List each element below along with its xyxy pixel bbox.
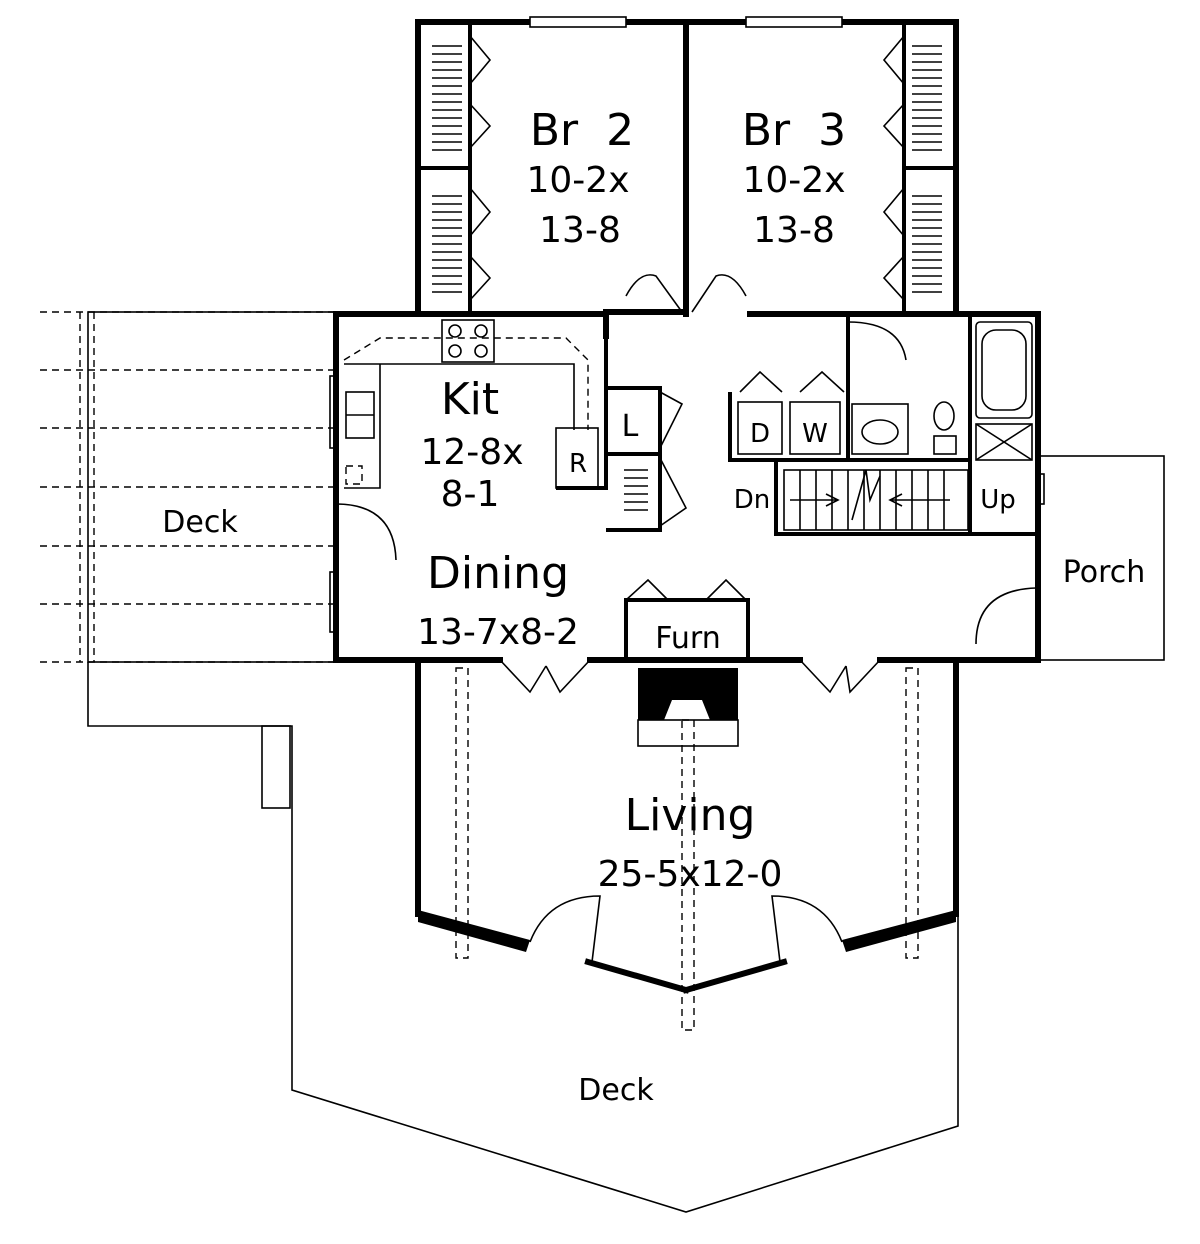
stairs — [783, 469, 969, 531]
kit-dim1: 12-8x — [420, 432, 523, 473]
living-dim: 25-5x12-0 — [598, 854, 783, 895]
kit-dim2: 8-1 — [441, 474, 500, 515]
furn-label: Furn — [655, 621, 720, 656]
doors — [329, 375, 1045, 963]
kitchen-counter — [343, 319, 599, 489]
br2-dim2: 13-8 — [539, 210, 621, 251]
refrigerator-label: R — [569, 449, 587, 479]
fireplace — [455, 667, 919, 1031]
washer-label: W — [802, 419, 828, 449]
deck-left — [40, 311, 335, 663]
room-labels: Br 2 10-2x 13-8 Br 3 10-2x 13-8 Kit 12-8… — [162, 105, 1145, 1108]
main-floor-walls — [333, 309, 1041, 994]
porch-label: Porch — [1063, 555, 1146, 590]
deck-bottom — [87, 662, 959, 1213]
linen-label: L — [622, 409, 639, 444]
deck-left-label: Deck — [162, 505, 238, 540]
br2-dim1: 10-2x — [526, 160, 629, 201]
br3-dim2: 13-8 — [753, 210, 835, 251]
stairs-down-label: Dn — [734, 485, 771, 515]
stairs-up-label: Up — [980, 485, 1016, 515]
br2-name: Br 2 — [530, 105, 634, 156]
closet-shelving-br2 — [432, 35, 492, 301]
kit-name: Kit — [441, 374, 499, 425]
dining-name: Dining — [427, 548, 569, 599]
dryer-label: D — [750, 419, 770, 449]
closet-shelving-br3 — [882, 35, 942, 301]
bath-fixtures — [847, 321, 1033, 461]
deck-bottom-label: Deck — [578, 1073, 654, 1108]
laundry — [737, 370, 845, 455]
dining-dim: 13-7x8-2 — [417, 612, 579, 653]
bedroom-block — [415, 16, 959, 317]
living-name: Living — [625, 790, 756, 841]
br3-name: Br 3 — [742, 105, 846, 156]
br3-dim1: 10-2x — [742, 160, 845, 201]
